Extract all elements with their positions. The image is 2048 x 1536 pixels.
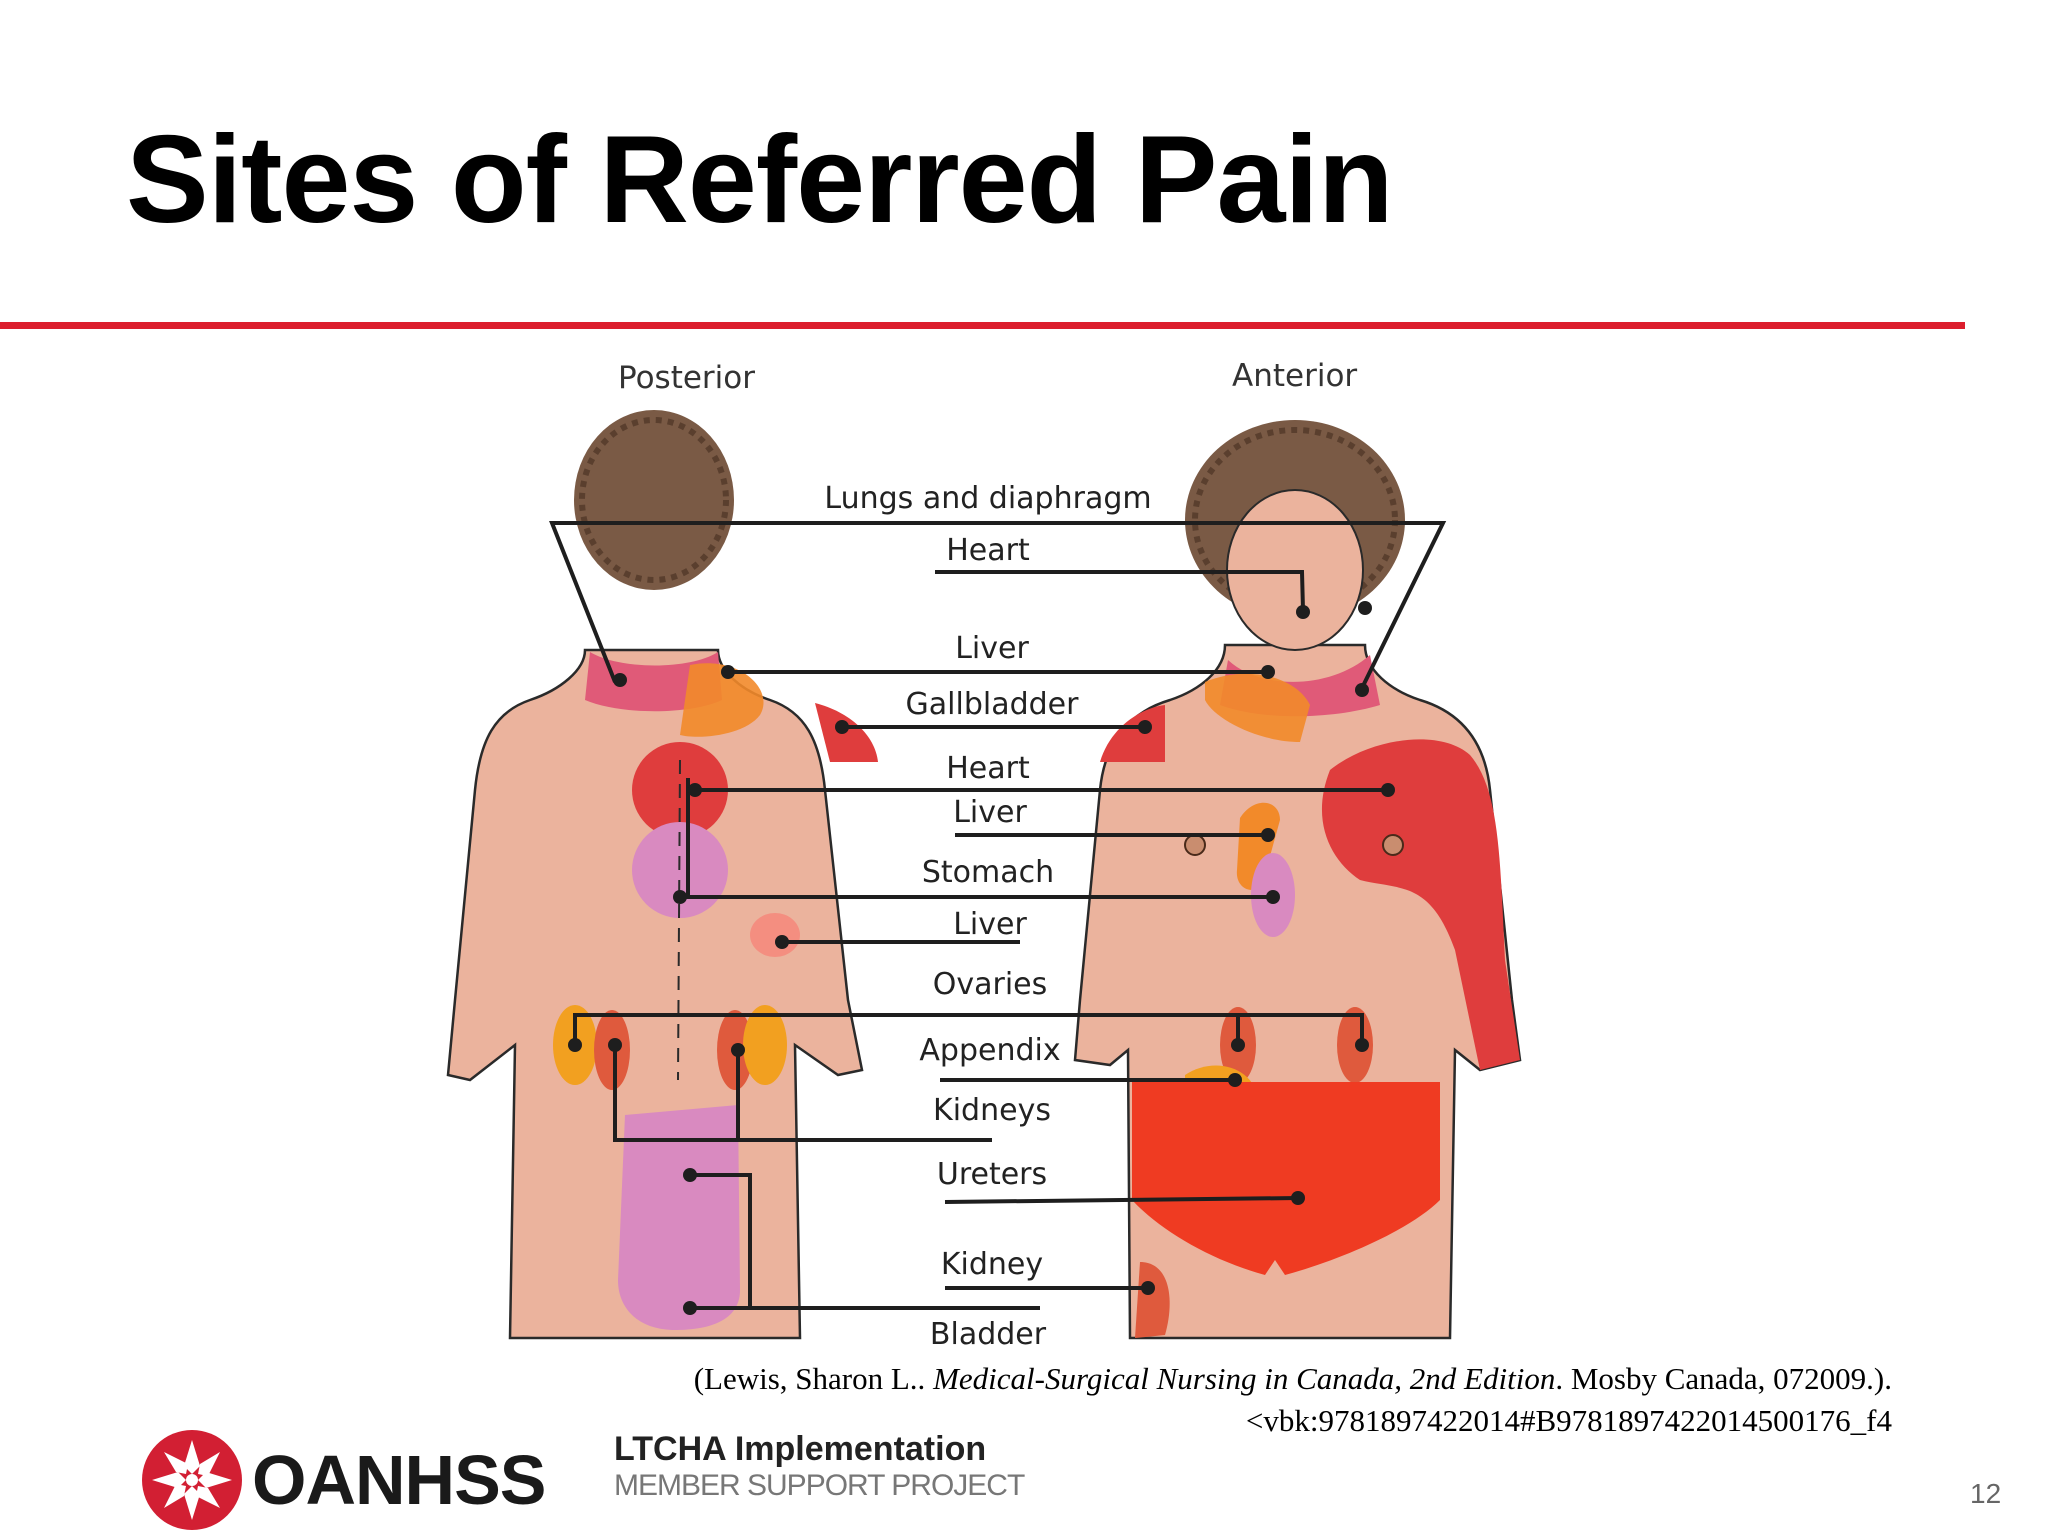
ltcha-logo-title: LTCHA Implementation xyxy=(614,1430,987,1468)
dot-liver3-post xyxy=(775,935,789,949)
posterior-zone-liver-shoulder xyxy=(680,663,764,737)
oanhss-emblem-icon xyxy=(142,1430,242,1530)
citation-prefix: (Lewis, Sharon L.. xyxy=(693,1361,934,1396)
dot-neck-ant xyxy=(1355,683,1369,697)
label-bladder: Bladder xyxy=(930,1317,1047,1352)
dot-liver-post xyxy=(721,665,735,679)
posterior-zone-ovary-right xyxy=(743,1005,787,1085)
connector-dots xyxy=(568,601,1395,1315)
title-divider xyxy=(0,322,1965,329)
dot-kidney-ant xyxy=(1231,1038,1245,1052)
dot-ureters-ant xyxy=(1291,1191,1305,1205)
line-lungs-diaphragm xyxy=(549,521,1447,689)
dot-stomach-post xyxy=(673,890,687,904)
posterior-zone-ureters xyxy=(618,1105,740,1330)
dot-kidney-thigh xyxy=(1141,1281,1155,1295)
dot-appendix xyxy=(1228,1073,1242,1087)
label-kidney: Kidney xyxy=(941,1247,1043,1282)
dot-stomach-ant xyxy=(1266,890,1280,904)
dot-heart-ant xyxy=(1381,783,1395,797)
line-ovaries xyxy=(573,1013,1364,1045)
posterior-hair xyxy=(574,410,734,590)
label-anterior: Anterior xyxy=(1232,358,1357,394)
label-posterior: Posterior xyxy=(618,360,755,396)
dot-heart-post xyxy=(688,783,702,797)
anterior-nipple-left xyxy=(1184,834,1206,856)
dot-gallbladder-ant xyxy=(1138,720,1152,734)
citation-line-1: (Lewis, Sharon L.. Medical-Surgical Nurs… xyxy=(540,1358,1892,1400)
posterior-spine xyxy=(677,759,681,1081)
dot-neck-post xyxy=(613,673,627,687)
label-ovaries: Ovaries xyxy=(933,967,1048,1002)
label-liver-2: Liver xyxy=(953,795,1027,830)
dot-liver-ant xyxy=(1261,665,1275,679)
dot-kidney-post-l xyxy=(608,1038,622,1052)
anterior-zone-ureters-bladder xyxy=(1132,1082,1440,1275)
posterior-figure xyxy=(446,410,878,1340)
dot-jaw-1 xyxy=(1296,605,1310,619)
oanhss-wordmark: OANHSS xyxy=(252,1441,546,1519)
line-bladder xyxy=(690,1173,1040,1310)
citation: (Lewis, Sharon L.. Medical-Surgical Nurs… xyxy=(540,1358,1892,1442)
dot-liver2-ant xyxy=(1261,828,1275,842)
line-kidneys xyxy=(613,1045,992,1142)
dot-ovary-l xyxy=(568,1038,582,1052)
anterior-nipple-right xyxy=(1382,834,1404,856)
citation-suffix: . Mosby Canada, 072009.). xyxy=(1555,1361,1892,1396)
dot-gallbladder-post xyxy=(835,720,849,734)
dot-jaw-2 xyxy=(1358,601,1372,615)
oanhss-logo: OANHSS xyxy=(140,1425,546,1535)
dot-bladder xyxy=(683,1301,697,1315)
page-number: 12 xyxy=(1970,1478,2002,1509)
label-stomach: Stomach xyxy=(922,855,1054,890)
posterior-zone-liver xyxy=(750,913,800,957)
label-liver-1: Liver xyxy=(955,631,1029,666)
dot-ovary-r xyxy=(1355,1038,1369,1052)
label-heart-2: Heart xyxy=(946,751,1030,786)
posterior-zone-gallbladder xyxy=(815,703,878,762)
anterior-zone-kidney-thigh xyxy=(1135,1262,1170,1338)
posterior-hair-texture xyxy=(579,417,729,583)
label-lungs-diaphragm: Lungs and diaphragm xyxy=(824,481,1151,516)
line-heart-top xyxy=(935,570,1305,611)
slide-title: Sites of Referred Pain xyxy=(126,111,1394,249)
anterior-zone-shoulder xyxy=(1100,705,1165,762)
label-heart-top: Heart xyxy=(946,533,1030,568)
anterior-figure xyxy=(1073,420,1522,1340)
line-ureters xyxy=(944,1196,1299,1204)
ltcha-logo-subtitle: MEMBER SUPPORT PROJECT xyxy=(614,1469,1025,1502)
citation-book-title: Medical-Surgical Nursing in Canada, 2nd … xyxy=(933,1361,1556,1396)
dot-ureters-post xyxy=(683,1168,697,1182)
anterior-zone-heart-arm xyxy=(1321,739,1520,1070)
citation-line-2: <vbk:9781897422014#B9781897422014500176_… xyxy=(1245,1403,1892,1438)
label-kidneys: Kidneys xyxy=(933,1093,1051,1128)
dot-kidney-post-r xyxy=(731,1043,745,1057)
anterior-zone-neck-orange xyxy=(1205,673,1310,742)
connector-lines xyxy=(549,521,1447,1310)
label-appendix: Appendix xyxy=(919,1033,1060,1068)
label-gallbladder: Gallbladder xyxy=(906,687,1080,722)
label-ureters: Ureters xyxy=(937,1157,1047,1192)
anterior-zone-liver-orange xyxy=(1236,802,1280,890)
ltcha-logo: LTCHA Implementation MEMBER SUPPORT PROJ… xyxy=(614,1430,1025,1504)
label-liver-3: Liver xyxy=(953,907,1027,942)
